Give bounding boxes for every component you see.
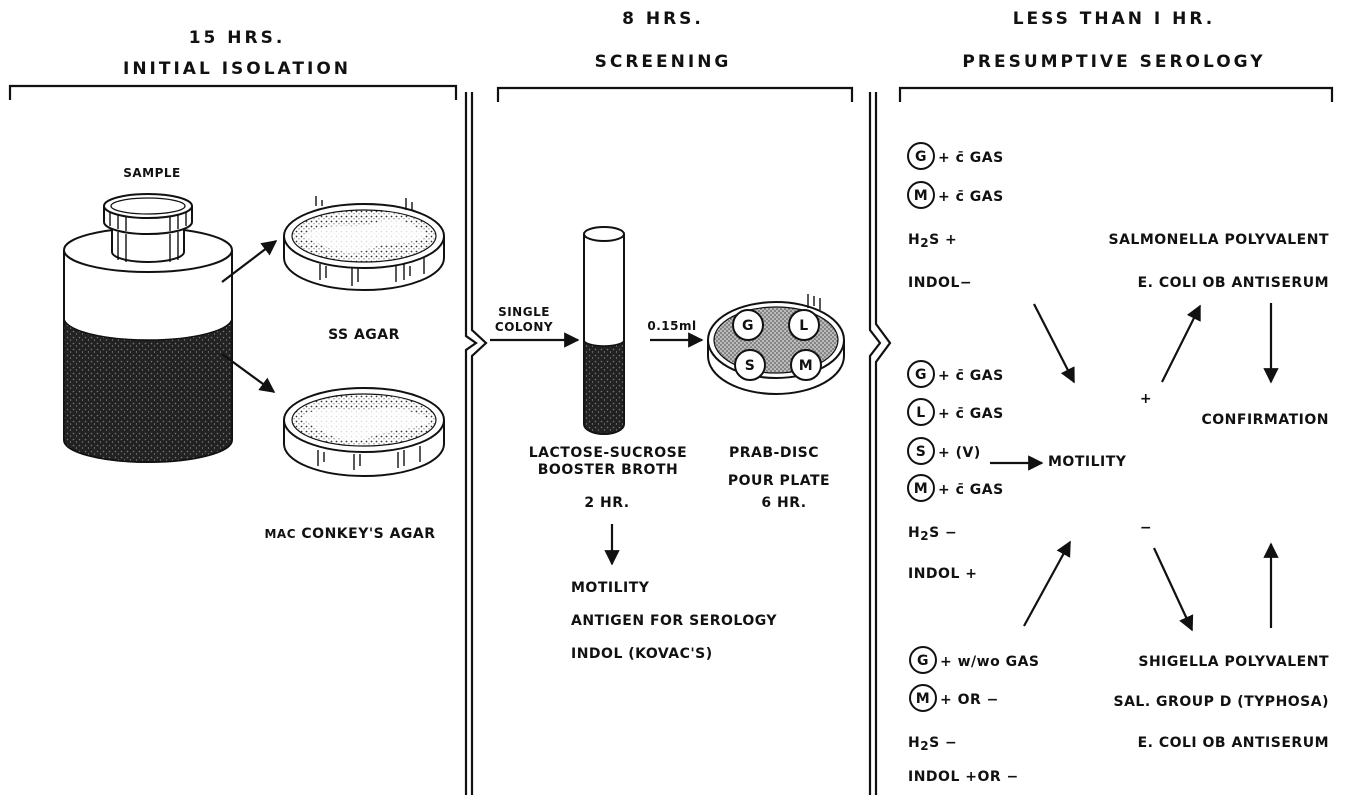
g2-row-1-text: + c̄ GAS [938,368,1004,384]
header-isolation: 15 HRS. INITIAL ISOLATION [10,28,456,100]
disc-g-letter: G [742,318,754,334]
plate-label-line1: PRAB-DISC [729,445,819,461]
disc-l: L [789,310,819,340]
circle-g-3-letter: G [917,653,929,669]
circle-l-2-letter: L [916,405,925,421]
maconkey-agar-label: MAC CONKEY'S AGAR [264,526,435,542]
prab-disc-plate: G L S M [708,294,844,394]
g3-indol: INDOL +OR − [908,769,1019,785]
header-serology-bracket [900,88,1332,102]
header-screening-time: 8 HRS. [622,9,704,29]
ss-agar-label: SS AGAR [328,327,400,343]
header-screening-bracket [498,88,852,102]
header-serology: LESS THAN I HR. PRESUMPTIVE SEROLOGY [900,9,1332,102]
sample-jar [64,194,232,462]
header-screening: 8 HRS. SCREENING [498,9,852,102]
g2-row-2-text: + c̄ GAS [938,406,1004,422]
disc-s-letter: S [745,358,756,374]
g2-row-4-text: + c̄ GAS [938,482,1004,498]
header-serology-time: LESS THAN I HR. [1013,9,1216,29]
arrow-group1-to-motility [1034,304,1074,382]
g3-row-2-text: + OR − [940,692,999,708]
g1-indol: INDOL− [908,275,972,291]
arrow-plus-to-salmonella [1162,306,1200,382]
colony-label: COLONY [495,320,553,334]
maconkey-agar-dish [284,388,444,476]
circle-g-1-letter: G [915,149,927,165]
g1-h2s-sign: + [945,232,957,248]
serology-group-1: G + c̄ GAS M + c̄ GAS H2S + INDOL− [908,143,1004,291]
maconkey-rest: CONKEY'S AGAR [296,526,436,542]
single-label: SINGLE [498,305,550,319]
g2-row-3-text: + (V) [938,445,981,461]
disc-g: G [733,310,763,340]
broth-label-line2: BOOSTER BROTH [538,462,678,478]
g3-h2s-sign: − [945,735,957,751]
disc-m-letter: M [799,358,813,374]
g3-row-1-text: + w/wo GAS [940,654,1040,670]
circle-g-2-letter: G [915,367,927,383]
header-screening-title: SCREENING [595,52,732,72]
ss-agar-dish [284,196,444,290]
antiserum-top-2: E. COLI OB ANTISERUM [1138,275,1329,291]
disc-m: M [791,350,821,380]
sample-label: SAMPLE [123,166,181,180]
g2-h2s-sign: − [945,525,957,541]
header-isolation-time: 15 HRS. [189,28,286,48]
g2-indol: INDOL + [908,566,977,582]
arrow-group3-to-motility [1024,542,1070,626]
antiserum-bottom-1: SHIGELLA POLYVALENT [1138,654,1329,670]
header-isolation-bracket [10,86,456,100]
maconkey-prefix: MAC [264,527,296,541]
header-serology-title: PRESUMPTIVE SEROLOGY [962,52,1265,72]
motility-label: MOTILITY [1048,454,1127,470]
g3-h2s: H2S − [908,735,957,753]
antiserum-top-1: SALMONELLA POLYVALENT [1108,232,1329,248]
broth-time: 2 HR. [584,495,629,511]
test-antigen: ANTIGEN FOR SEROLOGY [571,613,777,629]
test-indol: INDOL (KOVAC'S) [571,646,713,662]
volume-label: 0.15ml [647,319,696,333]
g1-row-2-text: + c̄ GAS [938,189,1004,205]
serology-group-2: G + c̄ GAS L + c̄ GAS S + (V) M + c̄ GAS… [908,361,1004,582]
disc-l-letter: L [799,318,808,334]
plate-time: 6 HR. [761,495,806,511]
serology-group-3: G + w/wo GAS M + OR − H2S − INDOL +OR − [908,647,1040,785]
arrow-minus-to-shigella [1154,548,1192,630]
antiserum-bottom-2: SAL. GROUP D (TYPHOSA) [1114,694,1329,710]
divider-1 [466,92,486,795]
disc-s: S [735,350,765,380]
plus-sign: + [1140,391,1152,407]
circle-m-2-letter: M [914,481,928,497]
antiserum-bottom-3: E. COLI OB ANTISERUM [1138,735,1329,751]
divider-2 [870,92,890,795]
header-isolation-title: INITIAL ISOLATION [123,59,351,79]
circle-s-2-letter: S [916,444,927,460]
minus-sign: − [1140,520,1152,536]
confirmation-label: CONFIRMATION [1201,412,1329,428]
circle-m-1-letter: M [914,188,928,204]
g1-h2s: H2S + [908,232,957,250]
plate-label-line2: POUR PLATE [728,473,830,489]
booster-broth-tube [584,227,624,434]
g1-row-1-text: + c̄ GAS [938,150,1004,166]
circle-m-3-letter: M [916,691,930,707]
test-motility: MOTILITY [571,580,650,596]
g2-h2s: H2S − [908,525,957,543]
broth-label-line1: LACTOSE-SUCROSE [529,445,688,461]
